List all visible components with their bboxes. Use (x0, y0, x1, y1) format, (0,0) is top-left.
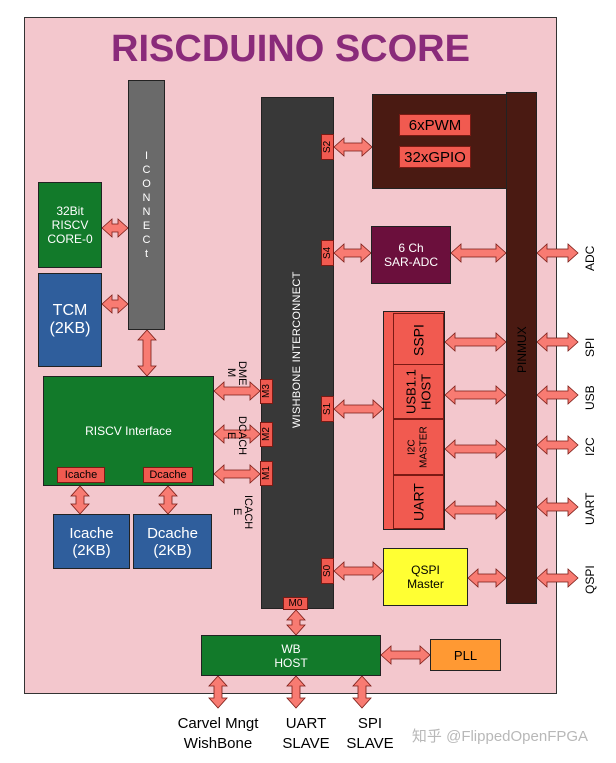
qspi-pinmux-arrow (467, 568, 507, 588)
iconnect-block: I C O N N E C t (128, 80, 165, 330)
icache-block: Icache (2KB) (53, 514, 130, 569)
s4-adc-arrow (333, 243, 372, 263)
tcm-block: TCM (2KB) (38, 273, 102, 367)
m0-wbhost-arrow (286, 609, 306, 636)
m2-port: M2 (260, 422, 273, 447)
pin-qspi-arrow (536, 568, 579, 588)
icache-m1-arrow (213, 464, 261, 484)
wbhost-pll-arrow (380, 645, 431, 665)
icache-port-arrow (70, 485, 90, 515)
i2c-pinmux-arrow (444, 439, 507, 459)
spi-slave-label: SPI SLAVE (346, 715, 394, 752)
s1-serial-arrow (333, 399, 384, 419)
pin-adc-arrow (536, 243, 579, 263)
dmem-label: DME M (225, 360, 248, 386)
uart-slave-label: UART SLAVE (282, 715, 330, 752)
s4-port: S4 (321, 240, 334, 266)
pin-adc-label: ADC (583, 245, 597, 271)
pin-spi-label: SPI (583, 337, 597, 357)
uart-pinmux-arrow (444, 500, 507, 520)
pin-usb-arrow (536, 385, 579, 405)
dcache-block: Dcache (2KB) (133, 514, 212, 569)
watermark: 知乎 @FlippedOpenFPGA (411, 727, 589, 745)
pin-usb-label: USB (583, 385, 597, 411)
pinmux-block (506, 92, 537, 604)
carvel-mngt-label: Carvel Mngt WishBone (177, 715, 259, 752)
dcache-port-arrow (158, 485, 178, 515)
pinmux-label: PINMUX (515, 326, 529, 374)
diagram-title: RISCDUINO SCORE (111, 27, 470, 70)
icache-port: Icache (57, 467, 105, 483)
s1-port: S1 (321, 396, 334, 422)
uart-block: UART (393, 475, 444, 529)
pin-i2c-arrow (536, 435, 579, 455)
pin-uart-arrow (536, 497, 579, 517)
pwm-gpio-block (372, 94, 507, 189)
i2c-block: I2C MASTER (393, 419, 444, 475)
wishbone-label: WISHBONE INTERCONNECT (291, 271, 303, 429)
uart-slave-arrow (286, 675, 306, 709)
adc-block: 6 Ch SAR-ADC (371, 226, 451, 284)
s2-port: S2 (321, 134, 334, 160)
s2-pwm-arrow (333, 137, 373, 157)
iconnect-interface-arrow (137, 329, 157, 377)
icache-label: ICACH E (231, 494, 254, 530)
m3-port: M3 (260, 379, 273, 404)
sspi-block: SSPI (393, 313, 444, 367)
dcache-label: DCACH E (225, 416, 248, 456)
pin-i2c-label: I2C (583, 437, 597, 457)
qspi-block: QSPI Master (383, 548, 468, 606)
gpio-label: 32xGPIO (399, 146, 471, 168)
usb-pinmux-arrow (444, 385, 507, 405)
usb-block: USB1.1 HOST (393, 364, 444, 419)
pin-uart-label: UART (583, 492, 597, 526)
tcm-iconnect-arrow (101, 294, 129, 314)
pin-qspi-label: QSPI (583, 565, 597, 595)
s0-qspi-arrow (333, 561, 384, 581)
spi-slave-arrow (352, 675, 372, 709)
dcache-port: Dcache (143, 467, 193, 483)
pll-block: PLL (430, 639, 501, 671)
carvel-arrow (208, 675, 228, 709)
wb-host-block: WB HOST (201, 635, 381, 676)
core-iconnect-arrow (101, 218, 129, 238)
riscv-interface-label: RISCV Interface (85, 424, 172, 438)
riscv-core-block: 32Bit RISCV CORE-0 (38, 182, 102, 268)
m1-port: M1 (260, 461, 273, 486)
m0-port: M0 (283, 597, 308, 610)
pin-spi-arrow (536, 332, 579, 352)
pwm-label: 6xPWM (399, 114, 471, 136)
adc-pinmux-arrow (450, 243, 507, 263)
s0-port: S0 (321, 558, 334, 584)
sspi-pinmux-arrow (444, 332, 507, 352)
wishbone-interconnect-block (261, 97, 334, 609)
